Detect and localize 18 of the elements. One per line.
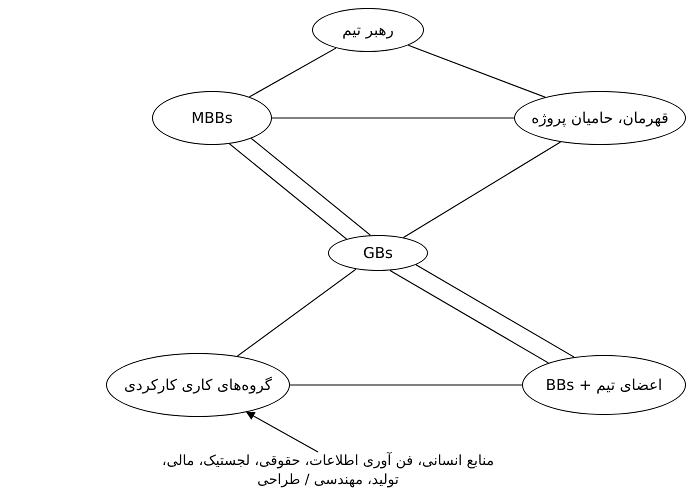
connector-line: [272, 117, 514, 119]
connector-line: [249, 48, 336, 98]
node-label: رهبر تیم: [342, 21, 394, 39]
connector-line: [237, 268, 356, 357]
connector-line: [390, 270, 549, 364]
connector-line: [250, 138, 371, 236]
node-label: گروه‌های کاری کارکردی: [124, 376, 272, 394]
node-label: MBBs: [191, 109, 233, 127]
connector-line: [229, 143, 347, 240]
node-label: GBs: [363, 244, 393, 262]
node-label: قهرمان، حامیان پروژه: [531, 109, 669, 127]
connector-line: [408, 44, 546, 98]
node-label: اعضای تیم + BBs: [546, 376, 662, 394]
arrow: [246, 412, 318, 452]
connector-line: [403, 142, 561, 238]
connector-line: [290, 384, 522, 386]
connector-line: [416, 264, 574, 358]
note-text: منابع انسانی، فن آوری اطلاعات، حقوقی، لجستیک، مالی، تولید، مهندسی / طراحی: [148, 452, 508, 490]
